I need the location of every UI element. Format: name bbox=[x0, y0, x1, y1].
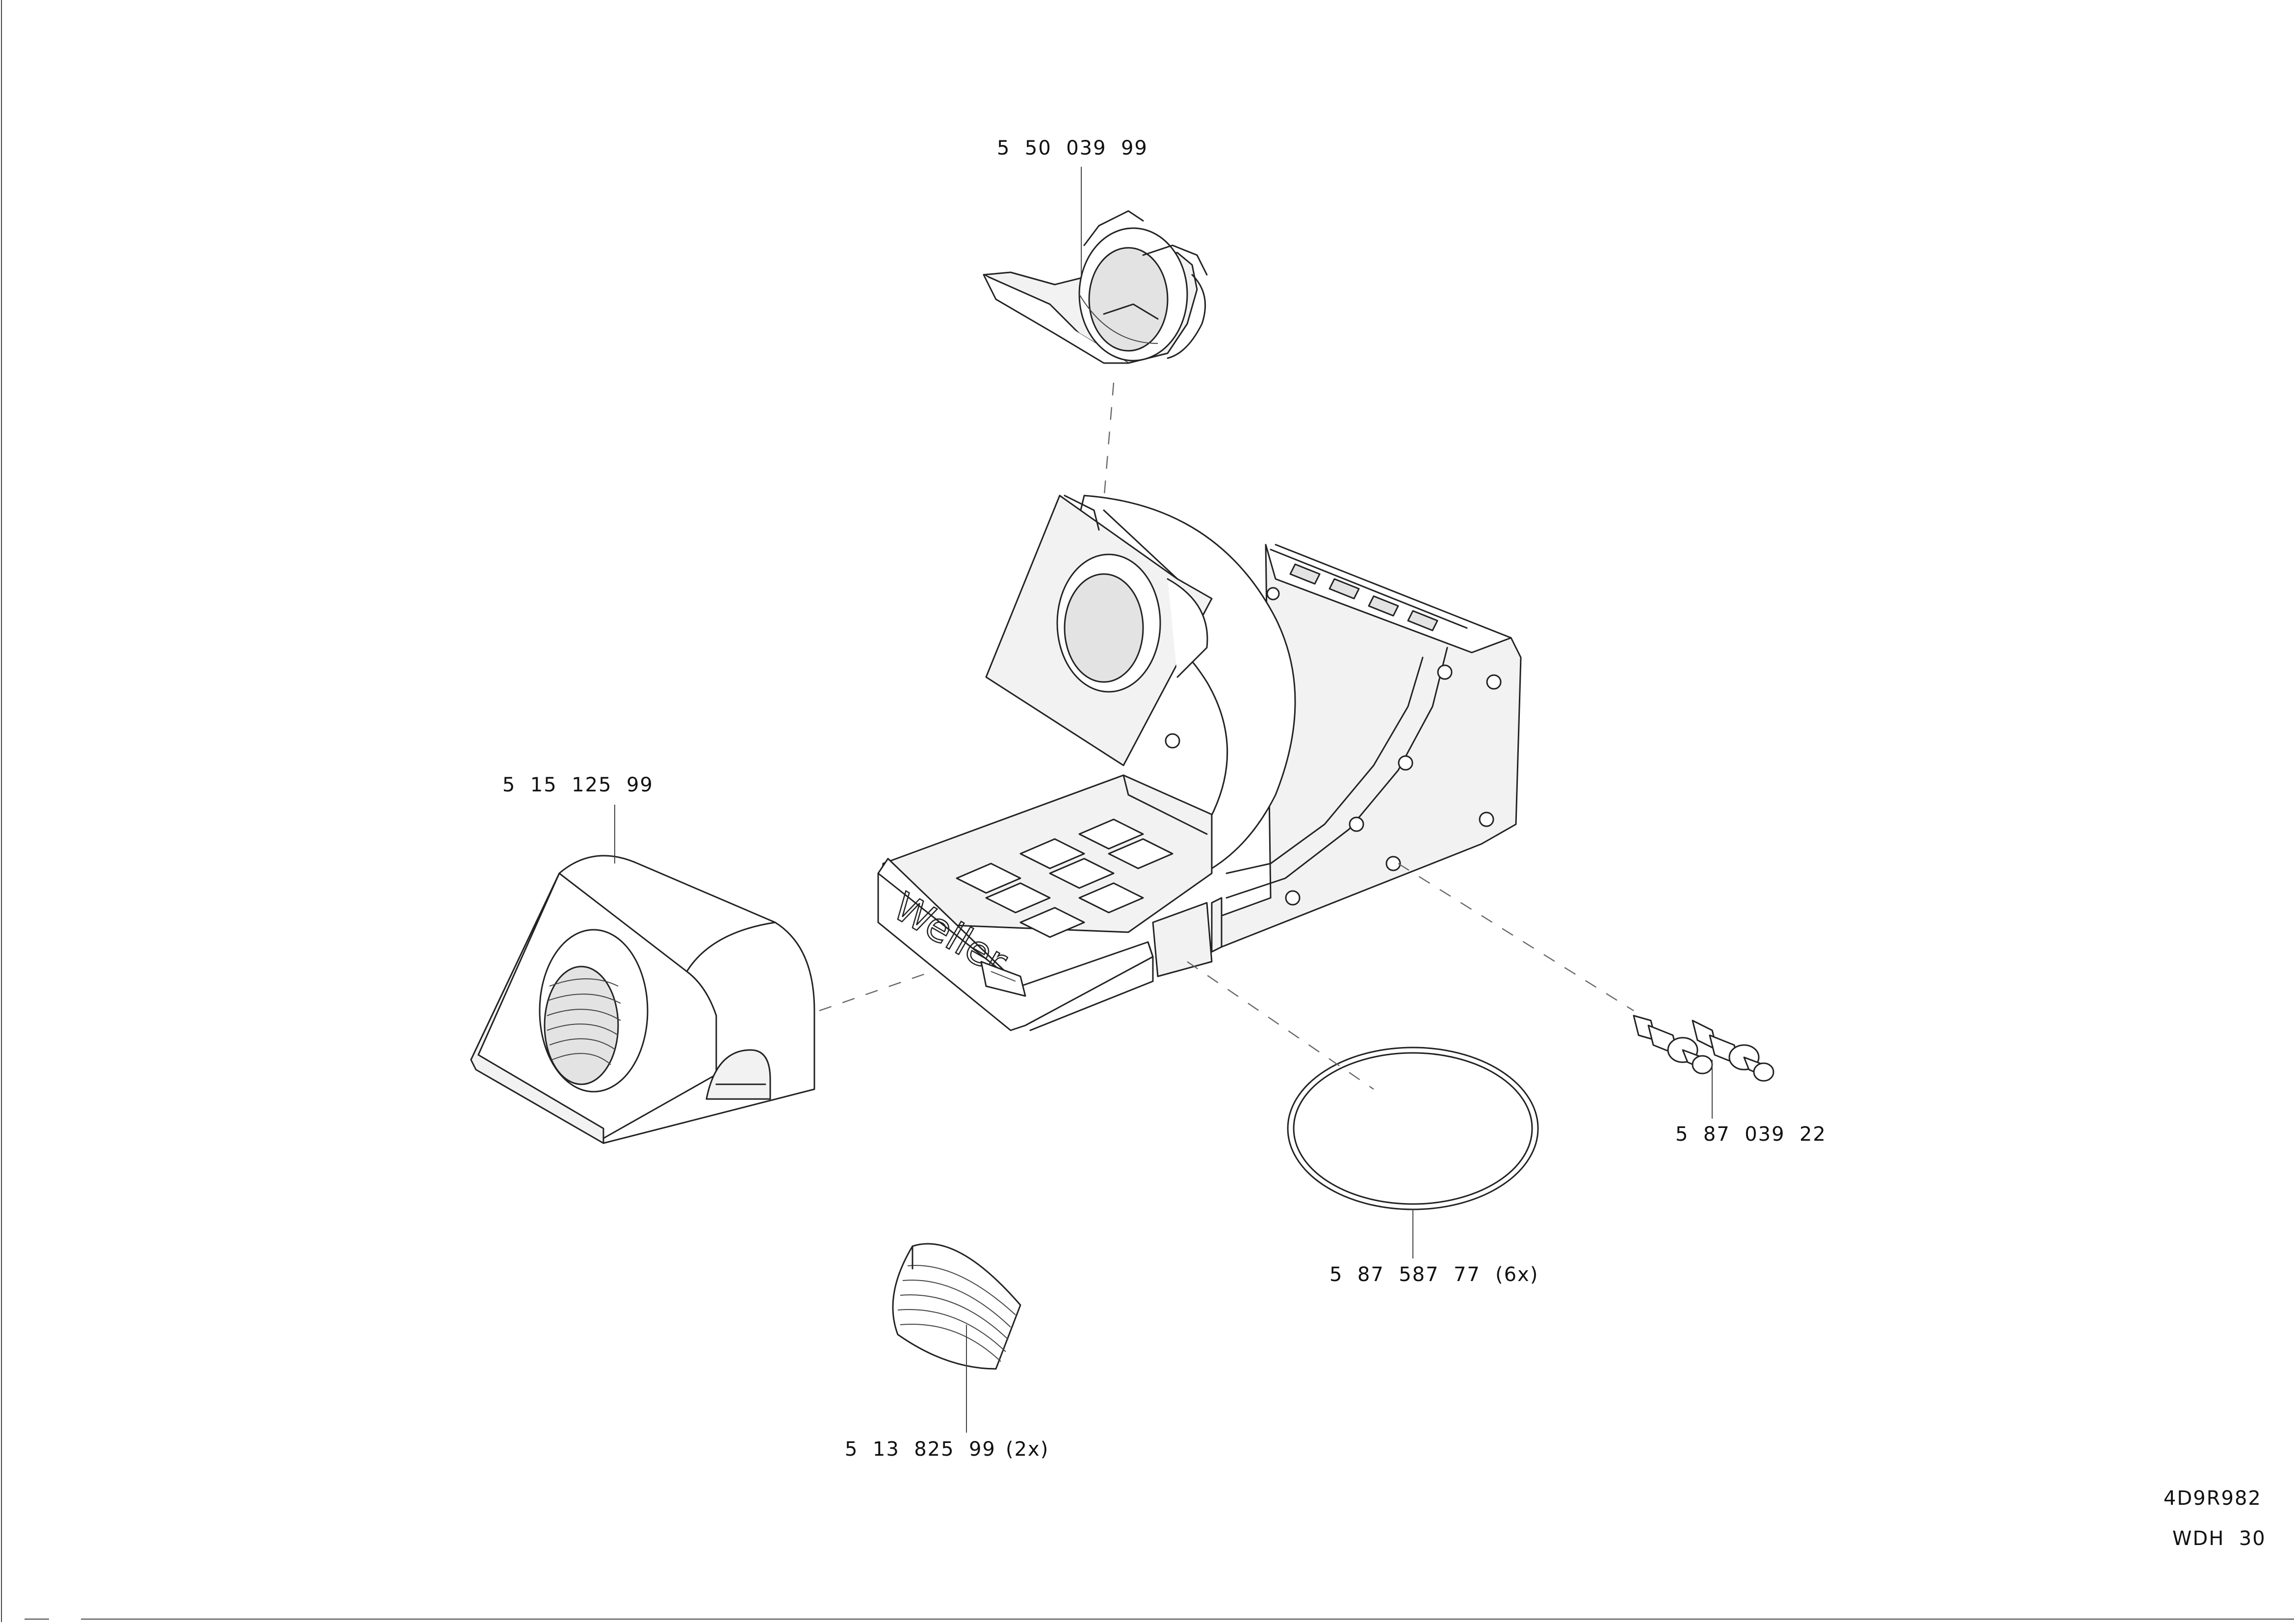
insert-quantity: (2x) bbox=[1006, 1438, 1049, 1461]
part-number-pins: 5 87 039 22 bbox=[1675, 1123, 1826, 1146]
part-number-o-ring: 5 87 587 77 bbox=[1329, 1263, 1481, 1286]
part-number-tip-holder: 5 50 039 99 bbox=[997, 137, 1148, 159]
drawing-id: 4D9R982 bbox=[2164, 1487, 2262, 1510]
part-number-side-cover: 5 15 125 99 bbox=[502, 774, 653, 796]
part-number-insert: 5 13 825 99 bbox=[845, 1438, 996, 1461]
assembly-line-o-ring bbox=[1187, 961, 1374, 1090]
tip-holder-part bbox=[983, 210, 1208, 364]
assembly-line-pins bbox=[1398, 863, 1634, 1012]
o-ring-quantity: (6x) bbox=[1495, 1263, 1539, 1286]
logo-badge bbox=[980, 961, 1026, 997]
model-number: WDH 30 bbox=[2172, 1527, 2266, 1550]
insert-part bbox=[892, 1243, 1021, 1370]
side-cover-part bbox=[470, 855, 815, 1144]
pins-part bbox=[1633, 1015, 1774, 1082]
assembly-line-side-cover bbox=[819, 970, 933, 1012]
o-ring-part bbox=[1287, 1047, 1539, 1210]
stand-base-part: Weller bbox=[877, 495, 1522, 1031]
